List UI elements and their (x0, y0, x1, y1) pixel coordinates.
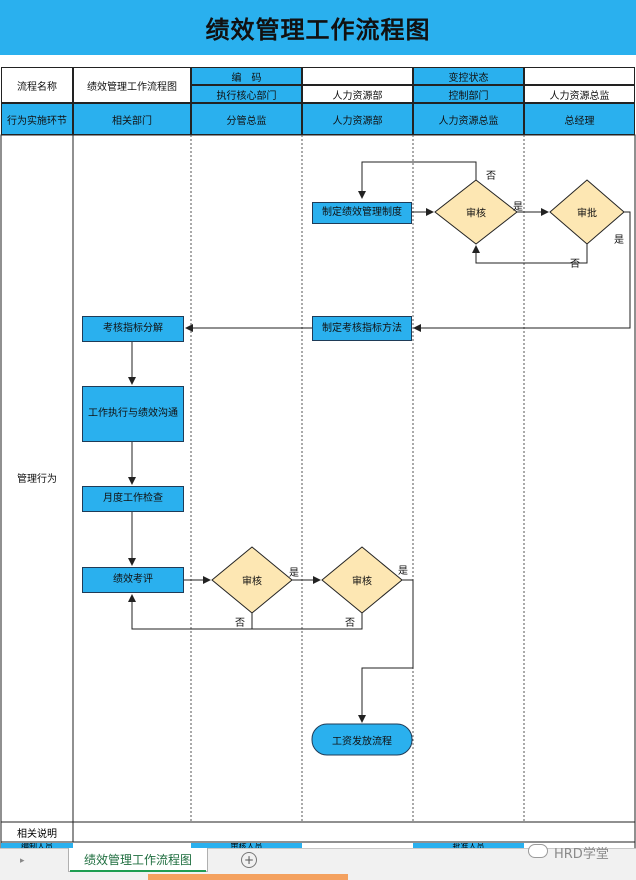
lane-header-director: 分管总监 (191, 103, 302, 135)
reviewer-label: 审核人员 (191, 843, 302, 851)
node-decompose: 考核指标分解 (82, 316, 184, 342)
lane-header-related-dept: 相关部门 (73, 103, 191, 135)
code-value (302, 67, 413, 85)
change-status-label: 变控状态 (413, 67, 524, 85)
approver-label: 批准人员 (413, 843, 524, 851)
related-notes-label: 相关说明 (17, 828, 57, 840)
exec-dept-value: 人力资源部 (302, 85, 413, 103)
process-name-value: 绩效管理工作流程图 (73, 67, 191, 103)
node-method: 制定考核指标方法 (312, 316, 412, 341)
prepared-by-label: 编制人员 (1, 843, 73, 851)
edge-review2-no: 否 (235, 618, 245, 629)
node-payroll: 工资发放流程 (332, 736, 392, 748)
node-approve: 审批 (577, 208, 597, 220)
edge-review1-no: 否 (486, 171, 496, 182)
edge-approve-no: 否 (570, 259, 580, 270)
edge-approve-yes: 是 (614, 235, 624, 246)
node-review3: 审核 (352, 576, 372, 588)
change-status-value (524, 67, 635, 85)
row-label-management: 管理行为 (17, 474, 57, 485)
add-sheet-button[interactable]: + (241, 852, 257, 868)
node-policy: 制定绩效管理制度 (312, 202, 412, 224)
edge-review3-yes: 是 (398, 566, 408, 577)
watermark-text: HRD学堂 (554, 847, 609, 862)
edge-review2-yes: 是 (289, 568, 299, 579)
lane-header-hr: 人力资源部 (302, 103, 413, 135)
control-dept-label: 控制部门 (413, 85, 524, 103)
node-execute: 工作执行与绩效沟通 (82, 386, 184, 442)
node-review2: 审核 (242, 576, 262, 588)
status-strip (148, 874, 348, 880)
review1-diamond (434, 179, 518, 245)
node-monthly: 月度工作检查 (82, 486, 184, 512)
control-dept-value: 人力资源总监 (524, 85, 635, 103)
edge-review1-yes: 是 (513, 202, 523, 213)
sheet-tab-underline (70, 870, 206, 872)
code-label: 编 码 (191, 67, 302, 85)
sheet-tab[interactable]: 绩效管理工作流程图 (68, 848, 208, 872)
scroll-left-icon[interactable]: ▸ (20, 856, 25, 866)
wechat-icon (528, 844, 548, 858)
payroll-terminal (311, 723, 413, 756)
node-review1: 审核 (466, 208, 486, 220)
lane-header-hr-director: 人力资源总监 (413, 103, 524, 135)
edge-review3-no: 否 (345, 618, 355, 629)
exec-dept-label: 执行核心部门 (191, 85, 302, 103)
page-title: 绩效管理工作流程图 (0, 0, 636, 55)
process-name-label: 流程名称 (1, 67, 73, 103)
lane-header-gm: 总经理 (524, 103, 635, 135)
node-evaluate: 绩效考评 (82, 567, 184, 593)
